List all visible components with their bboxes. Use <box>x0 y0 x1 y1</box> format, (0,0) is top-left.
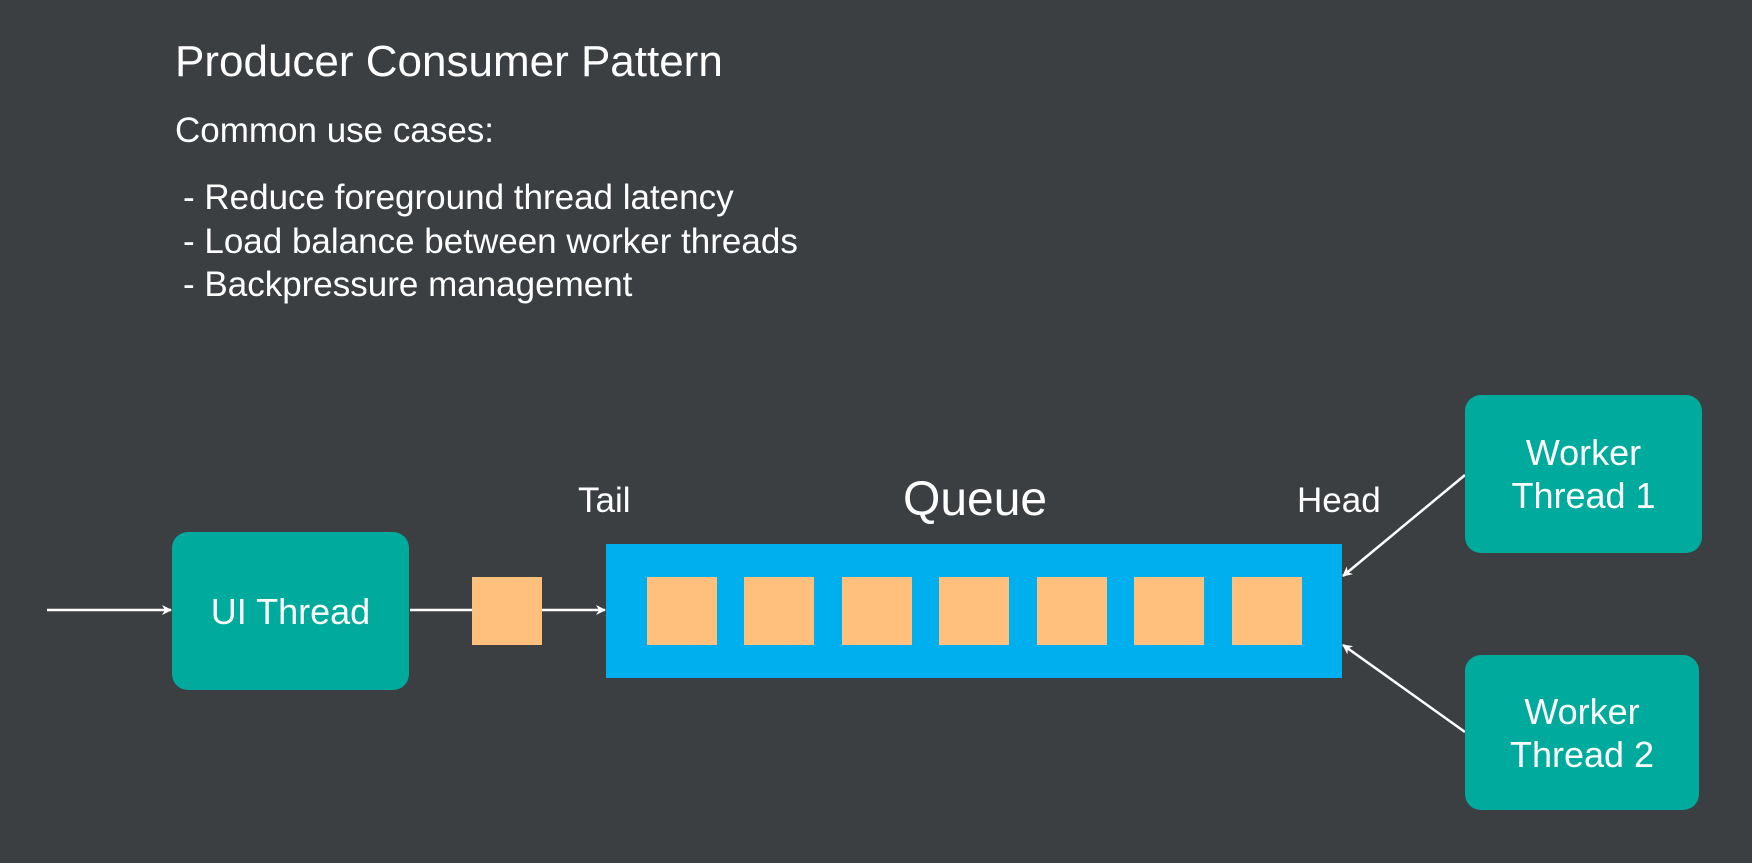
worker-thread-2-box: Worker Thread 2 <box>1465 655 1699 810</box>
queue <box>606 544 1342 678</box>
queue-item <box>1232 577 1302 645</box>
ui-thread-label: UI Thread <box>210 590 371 632</box>
use-case-list: - Reduce foreground thread latency - Loa… <box>183 176 798 307</box>
tail-label: Tail <box>578 481 631 520</box>
queue-item <box>1134 577 1204 645</box>
slide-title: Producer Consumer Pattern <box>175 37 723 86</box>
use-case-item: - Reduce foreground thread latency <box>183 178 734 217</box>
worker-thread-1-box: Worker Thread 1 <box>1465 395 1702 553</box>
queue-label: Queue <box>903 473 1048 526</box>
worker-1-arrow <box>1342 474 1466 577</box>
ui-thread-box: UI Thread <box>172 532 409 690</box>
queue-item <box>647 577 717 645</box>
use-case-item: - Load balance between worker threads <box>183 221 798 261</box>
queue-item <box>842 577 912 645</box>
queue-item <box>939 577 1009 645</box>
worker-thread-2-label: Worker Thread 2 <box>1509 690 1655 775</box>
queue-item <box>744 577 814 645</box>
queue-item <box>1037 577 1107 645</box>
worker-2-arrow <box>1342 643 1466 734</box>
use-case-item: - Backpressure management <box>183 265 633 304</box>
worker-thread-1-label: Worker Thread 1 <box>1511 432 1656 516</box>
incoming-item <box>472 577 542 645</box>
slide-subtitle: Common use cases: <box>175 111 495 150</box>
head-label: Head <box>1297 481 1381 520</box>
